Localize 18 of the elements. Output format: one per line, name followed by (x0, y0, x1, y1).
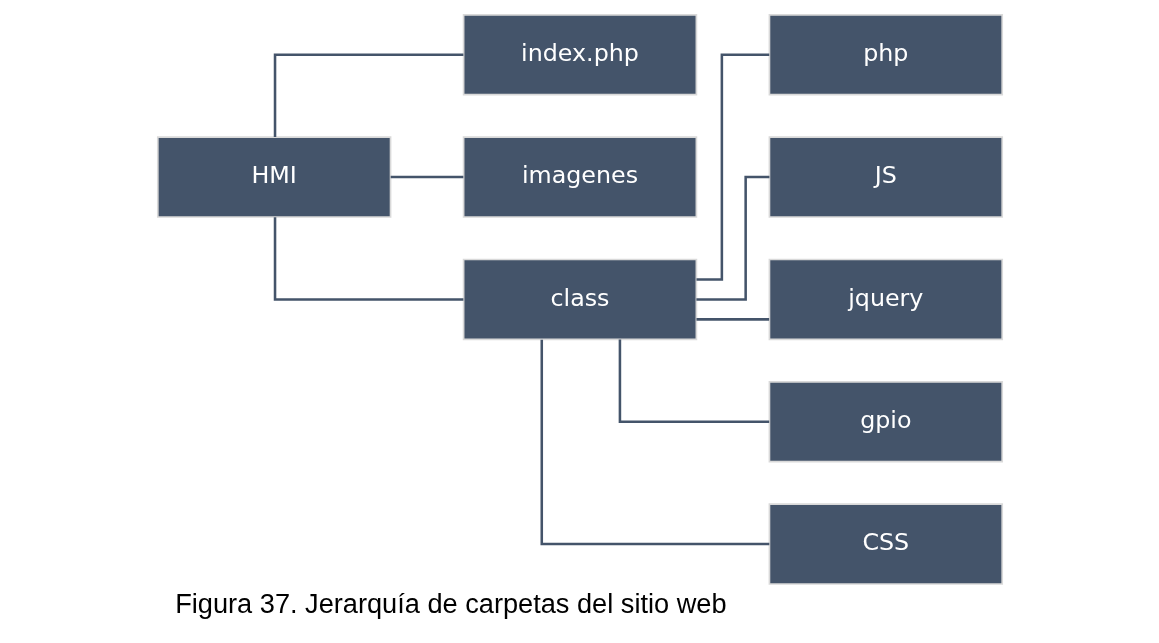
connector (696, 318, 769, 321)
node-box: CSS (768, 503, 1003, 585)
node-box: jquery (768, 258, 1003, 341)
node-box: HMI (156, 136, 391, 218)
caption: Figura 37. Jerarquía de carpetas del sitio web (174, 587, 727, 619)
node-box: gpio (768, 380, 1003, 463)
node-box: class (462, 258, 697, 341)
node-box: index.php (462, 14, 697, 96)
connector (695, 175, 769, 301)
node-box: JS (768, 136, 1003, 218)
node-box: php (768, 14, 1003, 96)
connector (273, 217, 463, 301)
connector (696, 53, 769, 281)
node-box: imagenes (462, 136, 697, 218)
connector (390, 175, 463, 179)
connector (273, 53, 463, 137)
connector (618, 339, 769, 423)
connector (540, 339, 769, 546)
